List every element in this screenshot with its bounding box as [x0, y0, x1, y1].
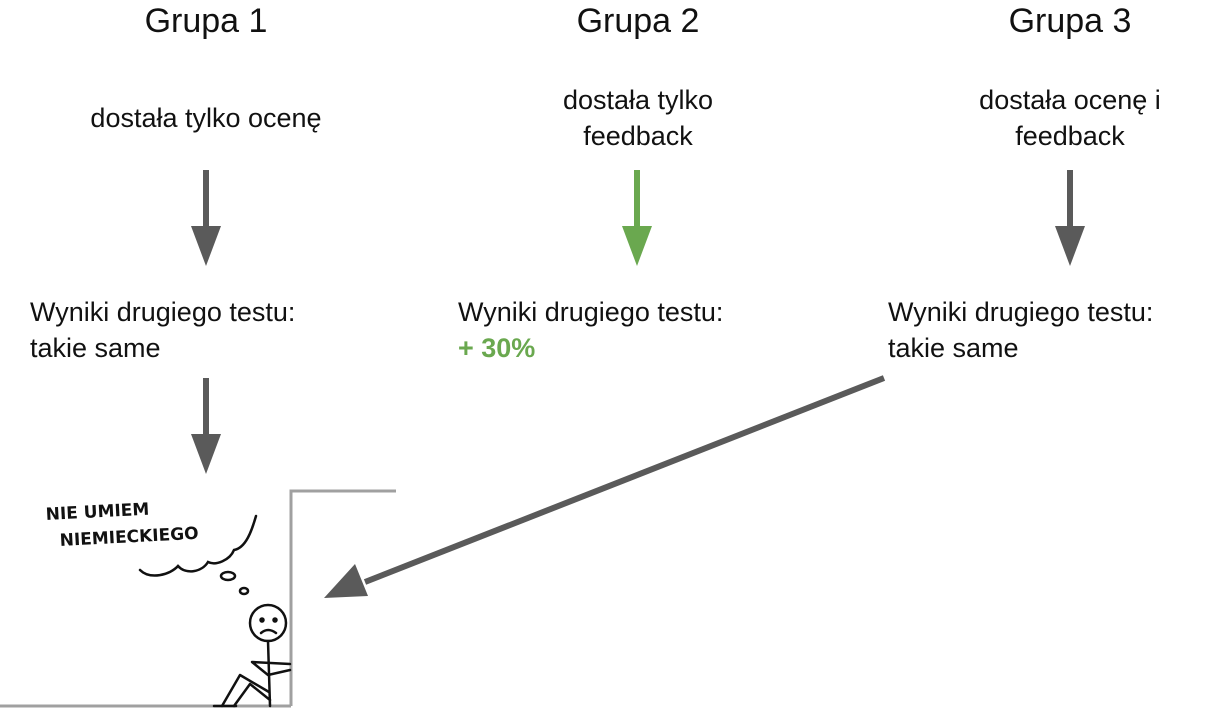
group1-result: Wyniki drugiego testu: takie same: [30, 294, 295, 366]
group2-result-label: Wyniki drugiego testu:: [458, 297, 724, 327]
group1-arrow-icon: [191, 170, 221, 266]
wall-icon: [0, 489, 396, 708]
thought-line1: NIE UMIEM: [45, 500, 150, 525]
group3-description: dostała ocenę i feedback: [979, 85, 1161, 151]
sad-stick-figure-icon: [212, 603, 292, 708]
group2-result-value: + 30%: [458, 333, 536, 363]
thought-bubble-icon: [138, 514, 258, 596]
group2-arrow-icon: [622, 170, 652, 266]
group3-result-value: takie same: [888, 333, 1019, 363]
group3-result-label: Wyniki drugiego testu:: [888, 297, 1154, 327]
group1-result-label: Wyniki drugiego testu:: [30, 297, 296, 327]
group3-outcome-arrow-icon: [324, 375, 886, 598]
group1-outcome-arrow-icon: [191, 378, 221, 474]
group2-result: Wyniki drugiego testu: + 30%: [458, 294, 723, 366]
group3-arrow-icon: [1055, 170, 1085, 266]
group2-description: dostała tylko feedback: [562, 85, 714, 151]
thought-line2: NIEMIECKIEGO: [59, 524, 199, 551]
group3-title: Grupa 3: [1008, 2, 1132, 40]
group2-title: Grupa 2: [576, 2, 700, 40]
group1-description: dostała tylko ocenę: [90, 103, 322, 133]
group1-title: Grupa 1: [144, 2, 268, 40]
group3-result: Wyniki drugiego testu: takie same: [888, 294, 1153, 366]
group1-result-value: takie same: [30, 333, 161, 363]
